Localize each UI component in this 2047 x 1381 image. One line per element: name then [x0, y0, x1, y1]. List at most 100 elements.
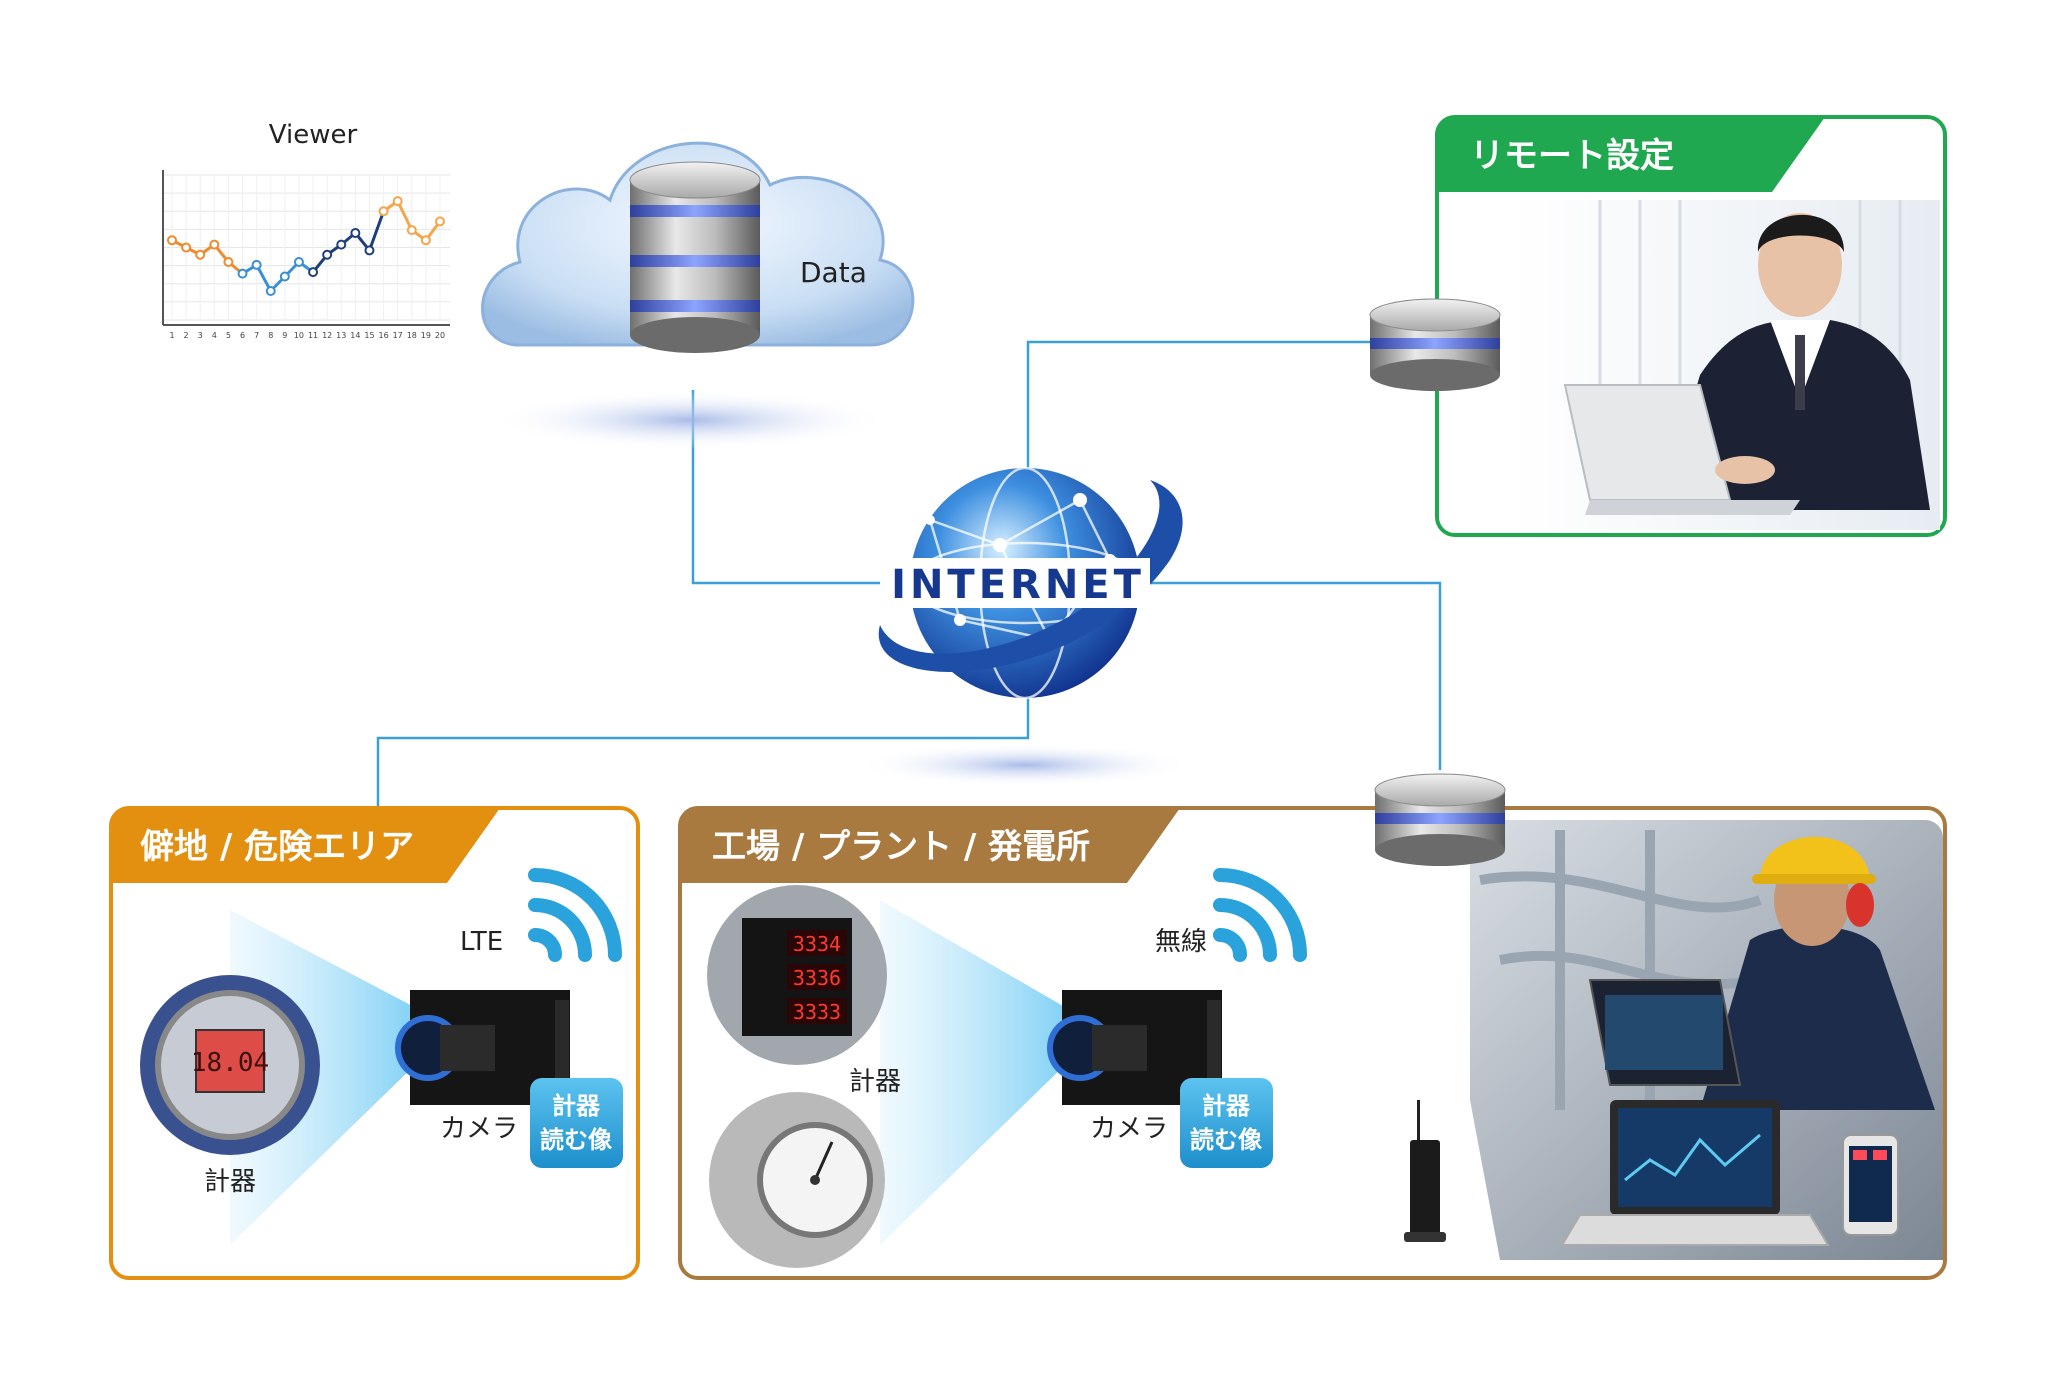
chart-point	[251, 259, 262, 270]
chart-point	[336, 239, 347, 250]
wifi-signal-icon	[528, 868, 622, 962]
chart-point	[308, 267, 319, 278]
factory-meter-label: 計器	[849, 1067, 901, 1097]
chart-point	[195, 249, 206, 260]
pressure-gauge-photo	[709, 1092, 885, 1268]
panel-reading-bg	[787, 930, 847, 956]
wifi-router-icon	[1404, 1100, 1446, 1242]
badge-line-1: 計器	[552, 1092, 601, 1120]
chart-point	[181, 242, 192, 253]
chart-x-tick-label: 16	[378, 331, 388, 340]
chart-x-tick-label: 19	[421, 331, 431, 340]
remote-meter-label: 計器	[204, 1167, 256, 1197]
factory-camera-view-cone	[880, 900, 1070, 1245]
factory-edge-camera-device	[1047, 990, 1222, 1105]
smartphone-icon	[1842, 1134, 1899, 1236]
remote-database-node	[1369, 298, 1501, 391]
internet-label-bg	[885, 558, 1150, 608]
badge-line-2: 読む像	[540, 1126, 613, 1154]
chart-point	[223, 257, 234, 267]
chart-point	[293, 257, 304, 267]
chart-x-tick-label: 1	[169, 331, 174, 340]
chart-x-tick-label: 15	[364, 331, 374, 340]
internet-globe: INTERNET	[855, 466, 1195, 787]
factory-camera-label: カメラ	[1090, 1114, 1168, 1144]
chart-line-segment	[368, 210, 385, 251]
internet-to-remote-line	[1026, 340, 1370, 470]
chart-x-tick-label: 7	[254, 331, 259, 340]
cloud-to-internet-line	[691, 390, 880, 585]
chart-point	[279, 271, 290, 282]
chart-point	[364, 245, 375, 256]
chart-point	[350, 228, 361, 238]
chart-point	[167, 235, 177, 246]
remote-setting-title: リモート設定	[1470, 136, 1674, 176]
cloud-shadow	[490, 390, 890, 450]
chart-point	[406, 225, 417, 236]
wireless-label: 無線	[1155, 927, 1207, 957]
chart-x-tick-label: 10	[294, 331, 304, 340]
remote-setting-header	[1437, 117, 1825, 192]
cloud-data-label: Data	[800, 256, 867, 289]
chart-x-tick-label: 8	[268, 331, 273, 340]
factory-badge-line-1: 計器	[1202, 1092, 1251, 1120]
viewer-label: Viewer	[269, 120, 358, 150]
chart-point	[435, 216, 445, 227]
chart-x-tick-label: 12	[322, 331, 332, 340]
chart-point	[209, 239, 220, 250]
factory-header	[680, 808, 1180, 883]
chart-line-segment	[396, 200, 414, 231]
gauge-display-value: 18.04	[191, 1048, 269, 1078]
remote-area-title: 僻地 / 危険エリア	[140, 827, 414, 867]
panel-reading-bg	[787, 964, 847, 990]
chart-point	[237, 268, 248, 279]
panel-reading-value: 3336	[793, 966, 841, 990]
factory-title: 工場 / プラント / 発電所	[712, 827, 1090, 867]
remote-camera-label: カメラ	[440, 1114, 518, 1144]
chart-point	[378, 206, 389, 217]
chart-x-tick-label: 4	[212, 331, 217, 340]
chart-point	[322, 249, 333, 260]
internet-to-remote-area-line	[376, 693, 1030, 808]
chart-grid	[163, 174, 450, 321]
chart-x-tick-label: 13	[336, 331, 346, 340]
remote-area-header	[111, 808, 500, 883]
factory-meter-reading-badge: 計器 読む像	[1180, 1078, 1273, 1168]
globe-shadow	[855, 743, 1195, 787]
factory-database-node	[1374, 773, 1506, 866]
panel-reading-bg	[787, 998, 847, 1024]
panel-reading-value: 3334	[793, 932, 841, 956]
chart-x-tick-label: 9	[282, 331, 287, 340]
chart-x-tick-label: 2	[184, 331, 189, 340]
chart-x-tick-label: 18	[407, 331, 417, 340]
gauge-meter-photo: 18.04	[140, 975, 320, 1155]
chart-point	[265, 286, 276, 296]
lte-label: LTE	[460, 927, 503, 957]
chart-x-tick-label: 6	[240, 331, 245, 340]
remote-setting-panel: リモート設定	[1435, 115, 1947, 537]
chart-points	[167, 196, 445, 296]
cloud-database: Data	[481, 141, 915, 450]
chart-x-tick-label: 3	[198, 331, 203, 340]
chart-x-tick-label: 14	[350, 331, 360, 340]
meter-reading-badge: 計器 読む像	[530, 1078, 623, 1168]
chart-x-tick-label: 5	[226, 331, 231, 340]
factory-badge-line-2: 読む像	[1190, 1126, 1263, 1154]
panel-reading-value: 3333	[793, 1000, 841, 1024]
laptop-icon	[1560, 1100, 1830, 1246]
office-worker-photo	[1510, 200, 1940, 530]
factory-panel: 工場 / プラント / 発電所 3334 3336 3333 計器	[678, 806, 1947, 1280]
chart-point	[392, 196, 403, 207]
panel-meter-readings: 3334 3336 3333	[787, 930, 847, 1024]
internet-to-factory-line	[1150, 581, 1442, 770]
chart-point	[420, 235, 431, 246]
wireless-signal-icon	[1213, 868, 1307, 962]
chart-x-tick-label: 17	[393, 331, 403, 340]
remote-area-panel: 僻地 / 危険エリア 18.04 計器 LTE カメラ 計器 読む像	[109, 806, 640, 1280]
chart-x-tick-label: 11	[308, 331, 318, 340]
database-icon	[629, 161, 761, 353]
chart-x-tick-label: 20	[435, 331, 445, 340]
